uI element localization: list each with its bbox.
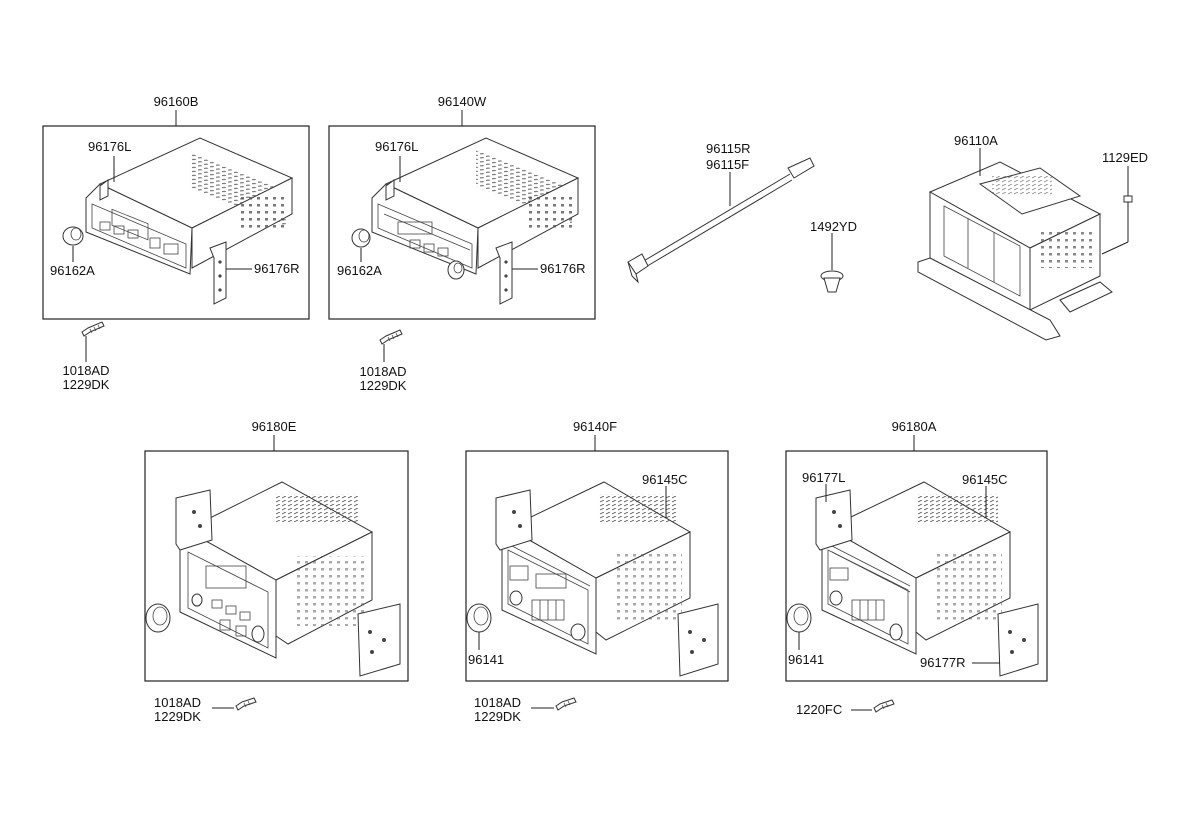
- antenna-cable: 96115R 96115F: [627, 141, 815, 284]
- bolt-1129ed: 1129ED: [1101, 150, 1148, 255]
- part-label-96110a: 96110A: [954, 133, 998, 148]
- group-96180a: 96180A: [785, 419, 1048, 717]
- part-label-1492yd: 1492YD: [810, 219, 857, 234]
- part-label-1229dk: 1229DK: [474, 709, 521, 724]
- part-label-96176l: 96176L: [88, 139, 131, 154]
- part-label-96145c: 96145C: [962, 472, 1008, 487]
- part-label-1129ed: 1129ED: [1102, 150, 1148, 165]
- cassette-radio-unit: [371, 137, 580, 305]
- group-frame: [144, 450, 409, 682]
- part-label-1229dk: 1229DK: [360, 378, 407, 393]
- group-96140w: 96140W 96176L: [328, 94, 596, 393]
- part-label-96180a: 96180A: [892, 419, 937, 434]
- clip-1492yd: 1492YD: [810, 219, 857, 293]
- part-label-96140f: 96140F: [573, 419, 617, 434]
- part-label-96176r: 96176R: [540, 261, 586, 276]
- part-label-96115r: 96115R: [706, 141, 751, 156]
- part-label-1018ad: 1018AD: [474, 695, 521, 710]
- knob-icon: [786, 603, 812, 633]
- screw-icon: [235, 697, 257, 711]
- amplifier-96110a: 96110A: [917, 133, 1113, 341]
- part-label-96141: 96141: [468, 652, 504, 667]
- part-label-1220fc: 1220FC: [796, 702, 842, 717]
- knob-icon: [145, 603, 171, 633]
- part-label-1018ad: 1018AD: [360, 364, 407, 379]
- group-96140f: 96140F: [465, 419, 729, 724]
- part-label-96145c: 96145C: [642, 472, 688, 487]
- knob-96162a: [351, 228, 371, 248]
- cd-radio-unit: [495, 481, 719, 677]
- part-label-96115f: 96115F: [706, 157, 749, 172]
- knob-icon: [466, 603, 492, 633]
- part-label-96180e: 96180E: [252, 419, 297, 434]
- group-96160b: 96160B: [42, 94, 310, 392]
- knob-96162a: [62, 226, 84, 246]
- part-label-1018ad: 1018AD: [63, 363, 110, 378]
- part-label-1229dk: 1229DK: [154, 709, 201, 724]
- part-label-96141: 96141: [788, 652, 824, 667]
- part-label-96176l: 96176L: [375, 139, 418, 154]
- screw-icon: [555, 697, 577, 711]
- knob-icon: [447, 260, 465, 280]
- cd-radio-unit: [175, 481, 401, 677]
- cassette-radio-unit: [85, 137, 294, 305]
- part-label-96162a: 96162A: [337, 263, 382, 278]
- part-label-1018ad: 1018AD: [154, 695, 201, 710]
- screw-icon: [81, 321, 105, 337]
- group-frame: [465, 450, 729, 682]
- part-label-96177r: 96177R: [920, 655, 966, 670]
- part-label-1229dk: 1229DK: [63, 377, 110, 392]
- screw-icon: [873, 699, 895, 713]
- group-96180e: 96180E: [144, 419, 409, 724]
- cd-radio-unit: [815, 481, 1039, 677]
- group-frame: [785, 450, 1048, 682]
- part-label-96162a: 96162A: [50, 263, 95, 278]
- part-label-96176r: 96176R: [254, 261, 300, 276]
- screw-icon: [379, 329, 403, 345]
- part-label-96140w: 96140W: [438, 94, 487, 109]
- part-label-96177l: 96177L: [802, 470, 845, 485]
- part-label-96160b: 96160B: [154, 94, 199, 109]
